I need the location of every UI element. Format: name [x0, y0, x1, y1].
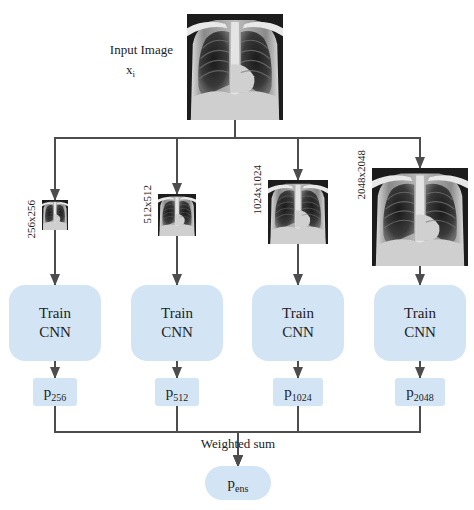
symbol-letter: p — [166, 384, 174, 400]
output-box: p256 — [33, 378, 77, 406]
flow-arrow — [176, 361, 178, 378]
resolution-label: 1024x1024 — [251, 165, 263, 215]
symbol-subscript: ens — [235, 483, 248, 494]
symbol-letter: p — [44, 384, 52, 400]
symbol-subscript: 2048 — [414, 392, 434, 403]
xray-thumbnail — [42, 200, 68, 230]
process-label: Train CNN — [151, 304, 203, 342]
image-title: Input Image — [110, 42, 173, 58]
probability-symbol: p2048 — [406, 383, 434, 401]
symbol-subscript: 512 — [173, 392, 188, 403]
process-label: Train CNN — [29, 304, 81, 342]
symbol-subscript: 1024 — [292, 392, 312, 403]
xray-thumbnail — [372, 168, 468, 266]
xray-thumbnail — [268, 180, 328, 244]
flow-arrow — [235, 120, 298, 180]
symbol-subscript: i — [132, 69, 135, 79]
xray-thumbnail — [158, 194, 196, 236]
probability-symbol: p512 — [166, 383, 189, 401]
symbol-letter: p — [228, 475, 236, 491]
image-symbol: xi — [126, 62, 135, 78]
symbol-letter: p — [284, 384, 292, 400]
resolution-label: 2048x2048 — [355, 150, 367, 200]
image-node: 2048x2048 — [372, 168, 468, 266]
image-node: Input Imagexi — [187, 14, 283, 120]
symbol-letter: p — [406, 384, 414, 400]
resolution-label: 256x256 — [25, 200, 37, 239]
flow-arrow — [419, 266, 421, 285]
ensemble-box: pens — [205, 466, 271, 500]
probability-symbol: pens — [228, 474, 249, 492]
output-box: p512 — [155, 378, 199, 406]
process-box: Train CNN — [374, 285, 466, 361]
symbol-subscript: 256 — [51, 392, 66, 403]
flow-arrow — [419, 361, 421, 378]
image-node: 1024x1024 — [268, 180, 328, 244]
probability-symbol: p1024 — [284, 383, 312, 401]
output-box: p2048 — [395, 378, 445, 406]
flow-arrow — [297, 244, 299, 285]
process-label: Train CNN — [272, 304, 324, 342]
resolution-label: 512x512 — [141, 185, 153, 224]
flow-arrow — [297, 361, 299, 378]
input-xray — [187, 14, 283, 120]
process-box: Train CNN — [131, 285, 223, 361]
flow-arrow — [54, 361, 56, 378]
process-label: Train CNN — [394, 304, 446, 342]
probability-symbol: p256 — [44, 383, 67, 401]
process-box: Train CNN — [9, 285, 101, 361]
flow-arrow — [235, 120, 420, 168]
flow-arrow — [177, 120, 235, 194]
merge-label: Weighted sum — [201, 436, 275, 452]
process-box: Train CNN — [252, 285, 344, 361]
image-node: 512x512 — [158, 194, 196, 236]
flow-arrow — [176, 236, 178, 285]
flow-arrow — [54, 230, 56, 285]
symbol-letter: x — [126, 62, 133, 77]
image-node: 256x256 — [42, 200, 68, 230]
output-box: p1024 — [273, 378, 323, 406]
